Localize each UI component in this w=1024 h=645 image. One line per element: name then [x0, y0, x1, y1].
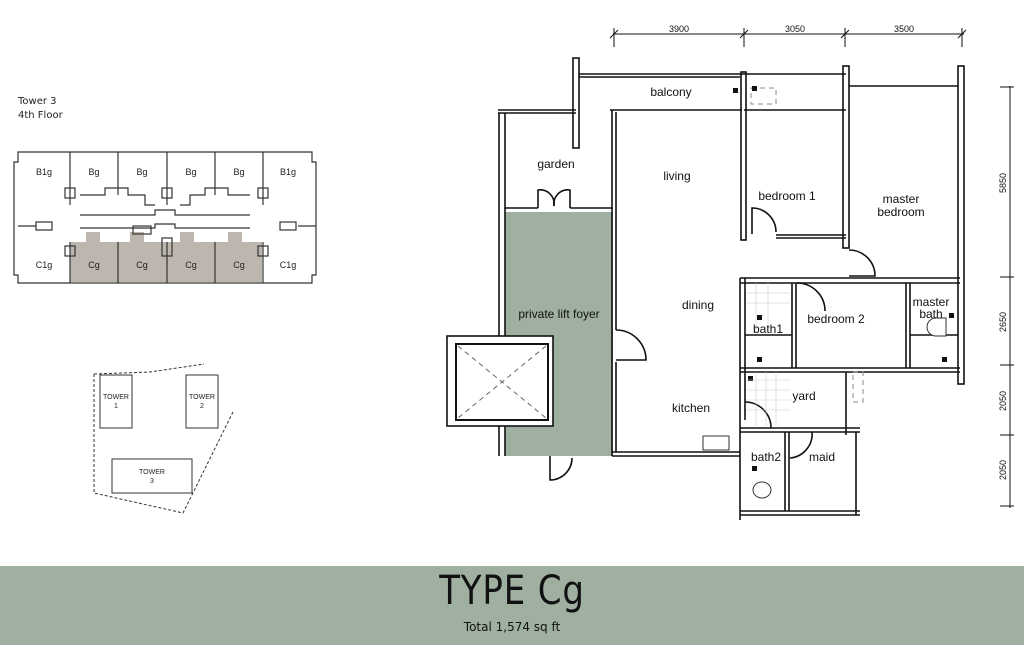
unit-label: Bg	[136, 167, 147, 177]
tower-1-label: TOWER	[103, 394, 129, 401]
unit-label: Bg	[88, 167, 99, 177]
dimension-labels-right: 5850 2650 2050 2050	[998, 173, 1008, 480]
dimension-lines-right	[1000, 86, 1014, 508]
room-bedroom-2: bedroom 2	[807, 312, 865, 326]
dim-right-1: 5850	[998, 173, 1008, 193]
unit-type-title: TYPE Cg	[439, 568, 585, 614]
drawing-canvas: B1g Bg Bg Bg Bg B1g C1g Cg Cg Cg Cg C1g …	[13, 24, 1014, 520]
unit-label: Bg	[233, 167, 244, 177]
room-bedroom-1: bedroom 1	[758, 189, 816, 203]
tower-2-label: TOWER	[189, 394, 215, 401]
unit-type-banner: TYPE Cg Total 1,574 sq ft	[0, 566, 1024, 645]
floor-label: 4th Floor	[18, 110, 63, 121]
unit-label: C1g	[36, 260, 53, 270]
room-garden: garden	[537, 157, 574, 171]
dimension-lines-top	[609, 28, 967, 47]
dim-right-4: 2050	[998, 460, 1008, 480]
dim-top-2: 3050	[785, 24, 805, 34]
unit-label: B1g	[280, 167, 296, 177]
tower-label: Tower 3	[18, 96, 57, 107]
unit-label-highlighted: Cg	[136, 260, 148, 270]
unit-label-highlighted: Cg	[185, 260, 197, 270]
unit-label: B1g	[36, 167, 52, 177]
room-labels: balcony garden living bedroom 1 master b…	[518, 85, 949, 464]
tower-3-label: TOWER	[139, 469, 165, 476]
dim-right-2: 2650	[998, 312, 1008, 332]
room-maid: maid	[809, 450, 835, 464]
dim-top-3: 3500	[894, 24, 914, 34]
room-living: living	[663, 169, 690, 183]
unit-label-highlighted: Cg	[88, 260, 100, 270]
room-bath-1: bath1	[753, 322, 783, 336]
unit-label-highlighted: Cg	[233, 260, 245, 270]
room-private-lift-foyer: private lift foyer	[518, 307, 599, 321]
dim-right-3: 2050	[998, 391, 1008, 411]
key-plan-title: Tower 3 4th Floor	[18, 95, 63, 123]
unit-label: Bg	[185, 167, 196, 177]
floor-plan	[446, 57, 965, 520]
room-master-bath-line2: bath	[919, 307, 942, 321]
key-plan	[13, 151, 317, 284]
room-balcony: balcony	[650, 85, 691, 99]
room-master-bath-line1: master	[913, 295, 950, 309]
room-yard: yard	[792, 389, 815, 403]
site-plan: TOWER 1 TOWER 2 TOWER 3	[93, 363, 234, 514]
tower-1-number: 1	[114, 403, 118, 410]
unit-label: C1g	[280, 260, 297, 270]
dim-top-1: 3900	[669, 24, 689, 34]
key-plan-unit-labels: B1g Bg Bg Bg Bg B1g C1g Cg Cg Cg Cg C1g	[36, 167, 297, 270]
dimension-labels-top: 3900 3050 3500	[669, 24, 914, 34]
room-bath-2: bath2	[751, 450, 781, 464]
room-kitchen: kitchen	[672, 401, 710, 415]
room-master-bedroom-line2: bedroom	[877, 205, 924, 219]
room-master-bedroom-line1: master	[883, 192, 920, 206]
tower-2-number: 2	[200, 403, 204, 410]
room-dining: dining	[682, 298, 714, 312]
tower-3-number: 3	[150, 478, 154, 485]
highlighted-units	[70, 232, 262, 282]
total-area: Total 1,574 sq ft	[463, 620, 561, 634]
